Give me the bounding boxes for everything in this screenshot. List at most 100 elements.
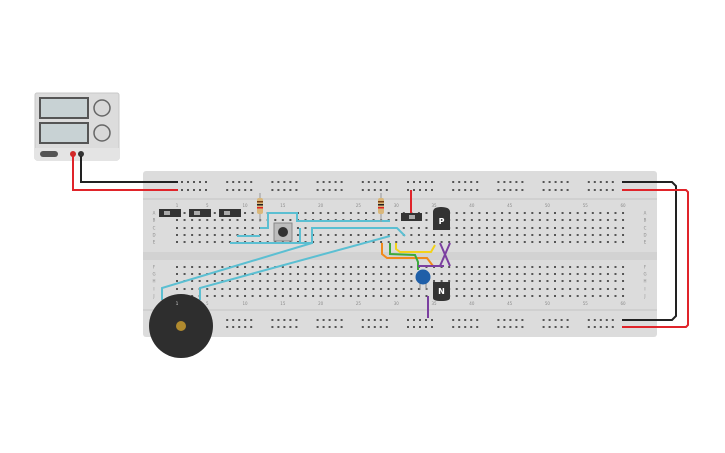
breadboard-hole[interactable] <box>213 280 216 282</box>
breadboard-hole[interactable] <box>327 266 330 268</box>
breadboard-hole[interactable] <box>554 219 556 221</box>
breadboard-hole[interactable] <box>561 295 564 297</box>
breadboard-hole[interactable] <box>455 234 458 236</box>
breadboard-hole[interactable] <box>349 295 352 297</box>
pushbutton[interactable] <box>273 222 293 242</box>
breadboard-hole[interactable] <box>402 273 405 275</box>
breadboard-hole[interactable] <box>576 241 579 243</box>
breadboard-hole[interactable] <box>448 241 451 243</box>
breadboard-hole[interactable] <box>361 326 364 328</box>
negative-terminal[interactable] <box>78 151 84 157</box>
breadboard-hole[interactable] <box>271 319 274 321</box>
breadboard-hole[interactable] <box>531 295 534 297</box>
breadboard-hole[interactable] <box>365 295 367 297</box>
breadboard-hole[interactable] <box>493 295 496 297</box>
breadboard-hole[interactable] <box>319 273 322 275</box>
breadboard-hole[interactable] <box>236 295 239 297</box>
breadboard-hole[interactable] <box>485 295 488 297</box>
breadboard-hole[interactable] <box>576 288 579 290</box>
breadboard-hole[interactable] <box>340 326 343 328</box>
breadboard-hole[interactable] <box>554 234 556 236</box>
breadboard-hole[interactable] <box>193 181 195 183</box>
breadboard-hole[interactable] <box>221 234 224 236</box>
breadboard-hole[interactable] <box>259 234 262 236</box>
breadboard-hole[interactable] <box>515 189 518 191</box>
slide-switch[interactable] <box>189 209 211 217</box>
breadboard-hole[interactable] <box>493 212 496 214</box>
breadboard-hole[interactable] <box>516 219 519 221</box>
breadboard-hole[interactable] <box>431 326 433 328</box>
breadboard-hole[interactable] <box>365 212 367 214</box>
breadboard-hole[interactable] <box>470 219 473 221</box>
breadboard-hole[interactable] <box>523 280 526 282</box>
breadboard-hole[interactable] <box>509 319 512 321</box>
breadboard-hole[interactable] <box>402 241 405 243</box>
breadboard-hole[interactable] <box>599 219 602 221</box>
breadboard-hole[interactable] <box>470 227 473 229</box>
breadboard-hole[interactable] <box>379 189 382 191</box>
breadboard-hole[interactable] <box>236 288 239 290</box>
breadboard-hole[interactable] <box>205 189 207 191</box>
breadboard-hole[interactable] <box>327 241 330 243</box>
breadboard-hole[interactable] <box>509 181 512 183</box>
breadboard-hole[interactable] <box>584 295 587 297</box>
breadboard-hole[interactable] <box>521 181 524 183</box>
breadboard-hole[interactable] <box>199 181 201 183</box>
slide-switch[interactable] <box>159 209 181 217</box>
breadboard-hole[interactable] <box>244 181 247 183</box>
breadboard-hole[interactable] <box>531 288 534 290</box>
piezo-buzzer[interactable] <box>149 294 213 358</box>
breadboard-hole[interactable] <box>622 241 625 243</box>
breadboard-hole[interactable] <box>478 212 481 214</box>
breadboard-hole[interactable] <box>387 288 390 290</box>
breadboard-hole[interactable] <box>199 189 201 191</box>
breadboard-hole[interactable] <box>281 266 284 268</box>
breadboard-hole[interactable] <box>191 227 194 229</box>
breadboard-hole[interactable] <box>508 280 511 282</box>
breadboard-hole[interactable] <box>410 234 413 236</box>
breadboard-hole[interactable] <box>452 181 455 183</box>
breadboard-hole[interactable] <box>478 280 481 282</box>
breadboard-hole[interactable] <box>385 326 388 328</box>
breadboard-hole[interactable] <box>387 280 390 282</box>
breadboard-hole[interactable] <box>407 326 409 328</box>
breadboard-hole[interactable] <box>372 212 375 214</box>
breadboard-hole[interactable] <box>304 273 307 275</box>
breadboard-hole[interactable] <box>373 326 376 328</box>
breadboard-hole[interactable] <box>606 295 609 297</box>
breadboard-hole[interactable] <box>569 227 572 229</box>
breadboard-hole[interactable] <box>561 219 564 221</box>
breadboard-hole[interactable] <box>576 273 579 275</box>
breadboard-hole[interactable] <box>259 295 262 297</box>
breadboard-hole[interactable] <box>569 295 572 297</box>
breadboard-hole[interactable] <box>622 266 625 268</box>
breadboard-hole[interactable] <box>413 181 415 183</box>
breadboard-hole[interactable] <box>373 319 376 321</box>
breadboard-hole[interactable] <box>266 273 269 275</box>
breadboard-hole[interactable] <box>546 234 549 236</box>
breadboard-hole[interactable] <box>183 288 186 290</box>
breadboard-hole[interactable] <box>283 181 286 183</box>
breadboard-hole[interactable] <box>365 266 367 268</box>
breadboard-hole[interactable] <box>622 227 625 229</box>
breadboard-hole[interactable] <box>251 219 254 221</box>
breadboard-hole[interactable] <box>566 181 569 183</box>
breadboard-hole[interactable] <box>560 319 563 321</box>
breadboard-hole[interactable] <box>228 280 231 282</box>
breadboard-hole[interactable] <box>470 295 473 297</box>
breadboard-hole[interactable] <box>611 189 614 191</box>
breadboard-hole[interactable] <box>611 319 614 321</box>
breadboard-hole[interactable] <box>493 288 496 290</box>
breadboard-hole[interactable] <box>289 181 292 183</box>
breadboard-hole[interactable] <box>622 295 625 297</box>
breadboard-hole[interactable] <box>327 234 330 236</box>
breadboard-hole[interactable] <box>425 189 427 191</box>
breadboard-hole[interactable] <box>419 319 421 321</box>
breadboard-hole[interactable] <box>349 266 352 268</box>
breadboard-hole[interactable] <box>538 295 541 297</box>
breadboard-hole[interactable] <box>554 273 556 275</box>
breadboard-hole[interactable] <box>515 319 518 321</box>
breadboard-hole[interactable] <box>433 234 436 236</box>
breadboard-hole[interactable] <box>281 219 284 221</box>
breadboard-hole[interactable] <box>206 241 209 243</box>
